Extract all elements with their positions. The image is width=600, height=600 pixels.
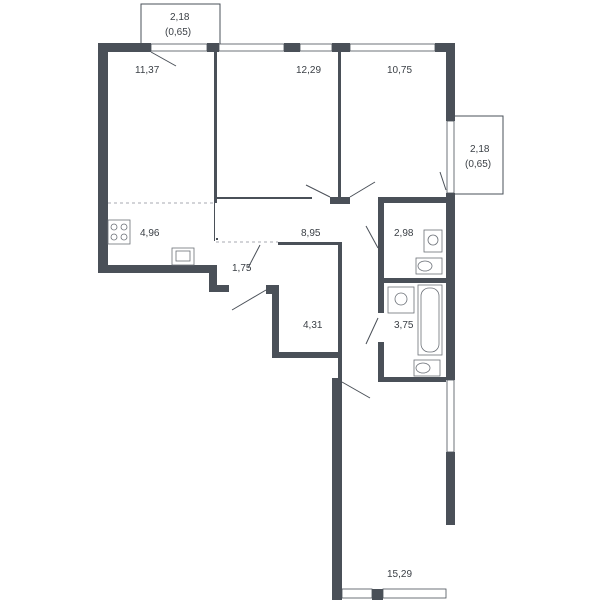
zone-lines	[108, 202, 278, 243]
balcony-top-area: 2,18	[170, 12, 190, 23]
door-swings	[150, 51, 447, 399]
wc-area: 2,98	[394, 228, 414, 239]
balcony-right	[452, 115, 504, 195]
room-3-area: 10,75	[387, 65, 412, 76]
corridor-area: 1,75	[232, 263, 252, 274]
living-room-area: 15,29	[387, 569, 412, 580]
kitchen-fixtures	[107, 219, 195, 266]
bathroom-area: 3,75	[394, 320, 414, 331]
wc-fixtures	[415, 229, 443, 275]
storage-area: 4,31	[303, 320, 323, 331]
balcony-right-reduced: (0,65)	[465, 159, 491, 170]
windows	[150, 43, 455, 599]
inner-walls	[214, 52, 455, 382]
kitchen-area: 4,96	[140, 228, 160, 239]
bathroom-fixtures	[387, 284, 443, 377]
room-1-area: 11,37	[135, 65, 160, 76]
outer-walls	[98, 43, 455, 600]
hall-area: 8,95	[301, 228, 321, 239]
balcony-top-reduced: (0,65)	[165, 27, 191, 38]
balcony-right-area: 2,18	[470, 144, 490, 155]
balcony-top	[140, 3, 221, 47]
room-2-area: 12,29	[296, 65, 321, 76]
